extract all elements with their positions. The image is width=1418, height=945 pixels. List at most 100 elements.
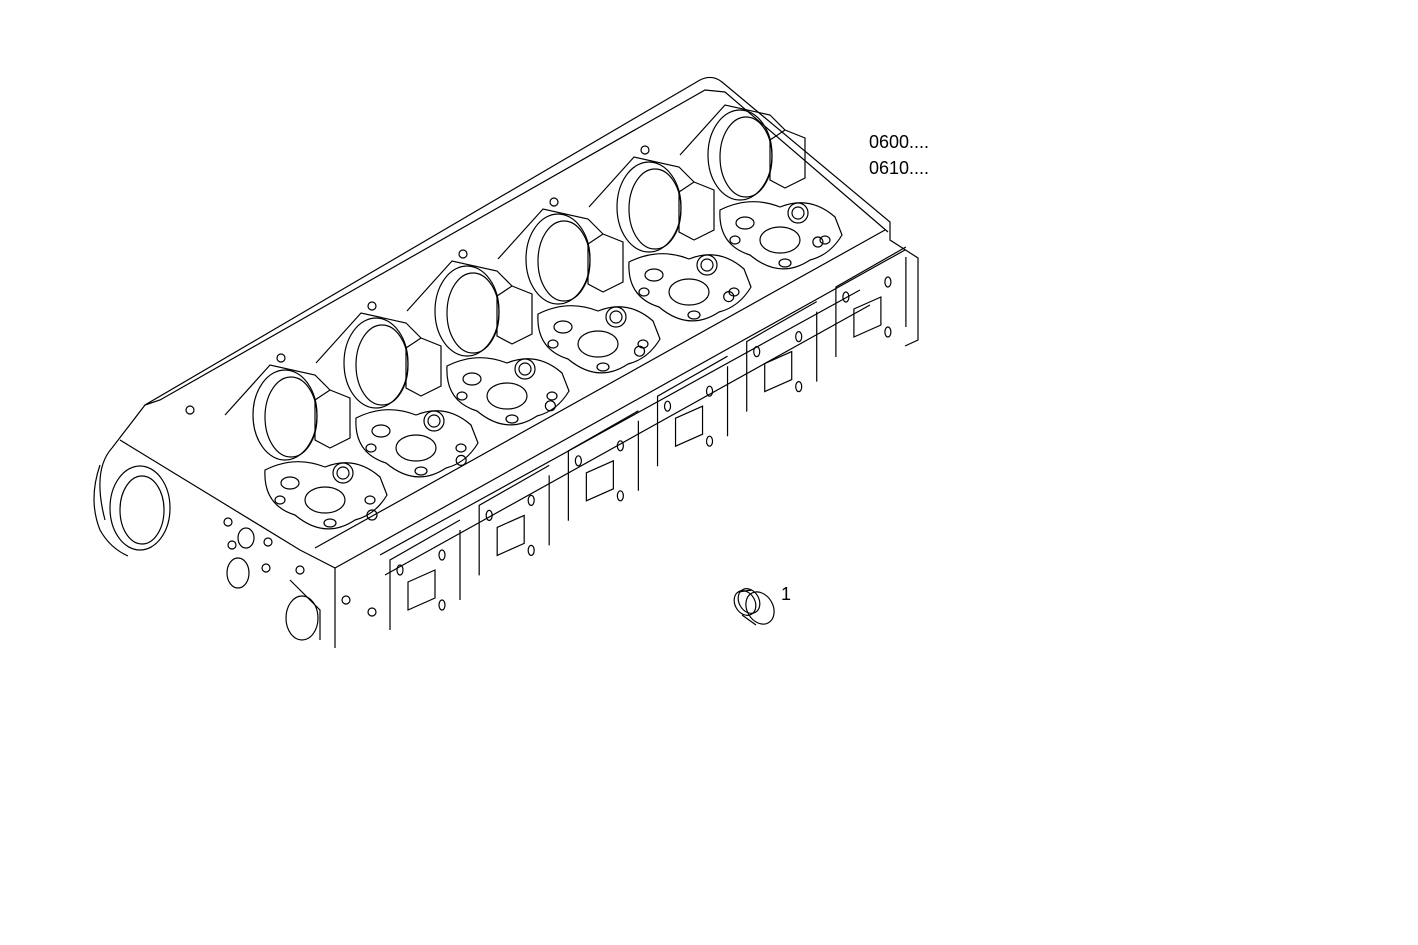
plate-hole — [274, 495, 286, 505]
plate-hole — [365, 443, 377, 453]
cylinder-bore-inner — [264, 376, 318, 458]
bore-pocket-edge — [406, 260, 513, 312]
plate-hole — [462, 372, 482, 386]
port-gasket — [585, 459, 614, 502]
port-bolt — [795, 331, 803, 343]
sleeve-outer — [605, 306, 627, 328]
injector-hole — [395, 434, 437, 462]
cylinder-bore-inner — [719, 116, 773, 198]
boss — [496, 285, 533, 345]
plate-hole — [364, 495, 376, 505]
port-bolt — [616, 490, 624, 502]
sleeve-inner — [700, 258, 714, 272]
sleeve-outer — [514, 358, 536, 380]
port-gasket — [764, 350, 793, 393]
injector-plate — [446, 357, 570, 426]
dowel-hole — [723, 291, 735, 303]
cylinder-bore — [252, 369, 318, 461]
port-bolt — [485, 509, 493, 522]
injector-hole — [577, 330, 619, 358]
cylinder-bore — [525, 213, 591, 305]
cylinder-bore-inner — [537, 220, 591, 302]
cylinder-bore — [434, 265, 500, 357]
port-bolt — [705, 385, 714, 397]
boss — [587, 233, 624, 293]
injector-hole — [668, 278, 710, 306]
port-bolt — [438, 549, 446, 561]
sleeve-outer — [332, 462, 354, 484]
assembly-ref-0610: 0610.... — [869, 158, 930, 178]
port-gasket — [674, 405, 704, 448]
dowel-hole — [633, 345, 646, 357]
bolt-hole — [458, 249, 468, 259]
assembly-ref-0600: 0600.... — [869, 132, 930, 152]
injector-plate — [537, 305, 661, 374]
sleeve-inner — [791, 206, 805, 220]
port-bolt — [574, 455, 582, 467]
cylinder-bore-inner — [628, 168, 682, 250]
cylinder-head-outline — [93, 76, 919, 648]
port-bolt — [527, 544, 535, 557]
side-web — [835, 246, 907, 357]
injector-plate — [264, 461, 388, 530]
side-ports — [366, 236, 907, 630]
plate-hole — [371, 424, 391, 438]
plate-hole — [456, 391, 468, 401]
sleeve-inner — [427, 414, 441, 428]
port-gasket — [496, 514, 525, 557]
injector-plate — [719, 201, 843, 270]
cylinder-bores — [185, 104, 806, 461]
injector-plate — [355, 409, 479, 478]
port-bolt — [438, 599, 446, 611]
plate-hole — [553, 320, 573, 334]
cylinder-bore-inner — [355, 324, 409, 406]
port-bolt — [884, 276, 892, 288]
side-web — [567, 410, 639, 521]
port-bolt — [884, 326, 892, 338]
dowel-hole — [366, 509, 378, 521]
injector-plate — [628, 253, 752, 322]
bolt-hole — [276, 353, 286, 363]
sleeve-inner — [609, 310, 623, 324]
bore-pocket-edge — [497, 208, 604, 260]
port-bolt — [705, 435, 714, 447]
plate-hole — [735, 216, 755, 230]
plate-hole — [687, 310, 701, 320]
injector-hole — [486, 382, 528, 410]
bore-pocket-edge — [679, 104, 786, 156]
port-gasket — [853, 296, 882, 338]
cylinder-bore — [343, 317, 409, 409]
plate-hole — [546, 391, 558, 401]
boss — [314, 389, 351, 449]
boss — [678, 181, 715, 241]
sleeve-outer — [787, 202, 809, 224]
callout-1[interactable]: 1 — [781, 584, 792, 604]
plate-hole — [778, 258, 792, 268]
plate-hole — [638, 287, 650, 297]
port-bolt — [842, 291, 850, 303]
plate-hole — [280, 476, 300, 490]
injector-hole — [759, 226, 801, 254]
side-web — [746, 301, 818, 412]
boss — [405, 337, 442, 397]
plate-hole — [455, 443, 467, 453]
boss — [769, 129, 806, 189]
sleeve-outer — [696, 254, 718, 276]
bolt-hole — [640, 145, 650, 155]
plate-hole — [323, 518, 337, 528]
sleeve-outer — [423, 410, 445, 432]
plate-hole — [414, 466, 428, 476]
dowel-hole — [455, 454, 467, 466]
bolt-hole — [185, 405, 195, 415]
plate-hole — [729, 235, 741, 245]
bore-pocket-edge — [588, 156, 695, 208]
cylinder-bore — [616, 161, 682, 253]
plug-part-1[interactable] — [730, 585, 780, 629]
port-bolt — [527, 494, 535, 506]
dowel-hole — [544, 400, 556, 412]
port-gasket — [407, 569, 436, 611]
port-bolt — [795, 381, 803, 393]
bolt-hole — [549, 197, 559, 207]
plate-hole — [505, 414, 519, 424]
